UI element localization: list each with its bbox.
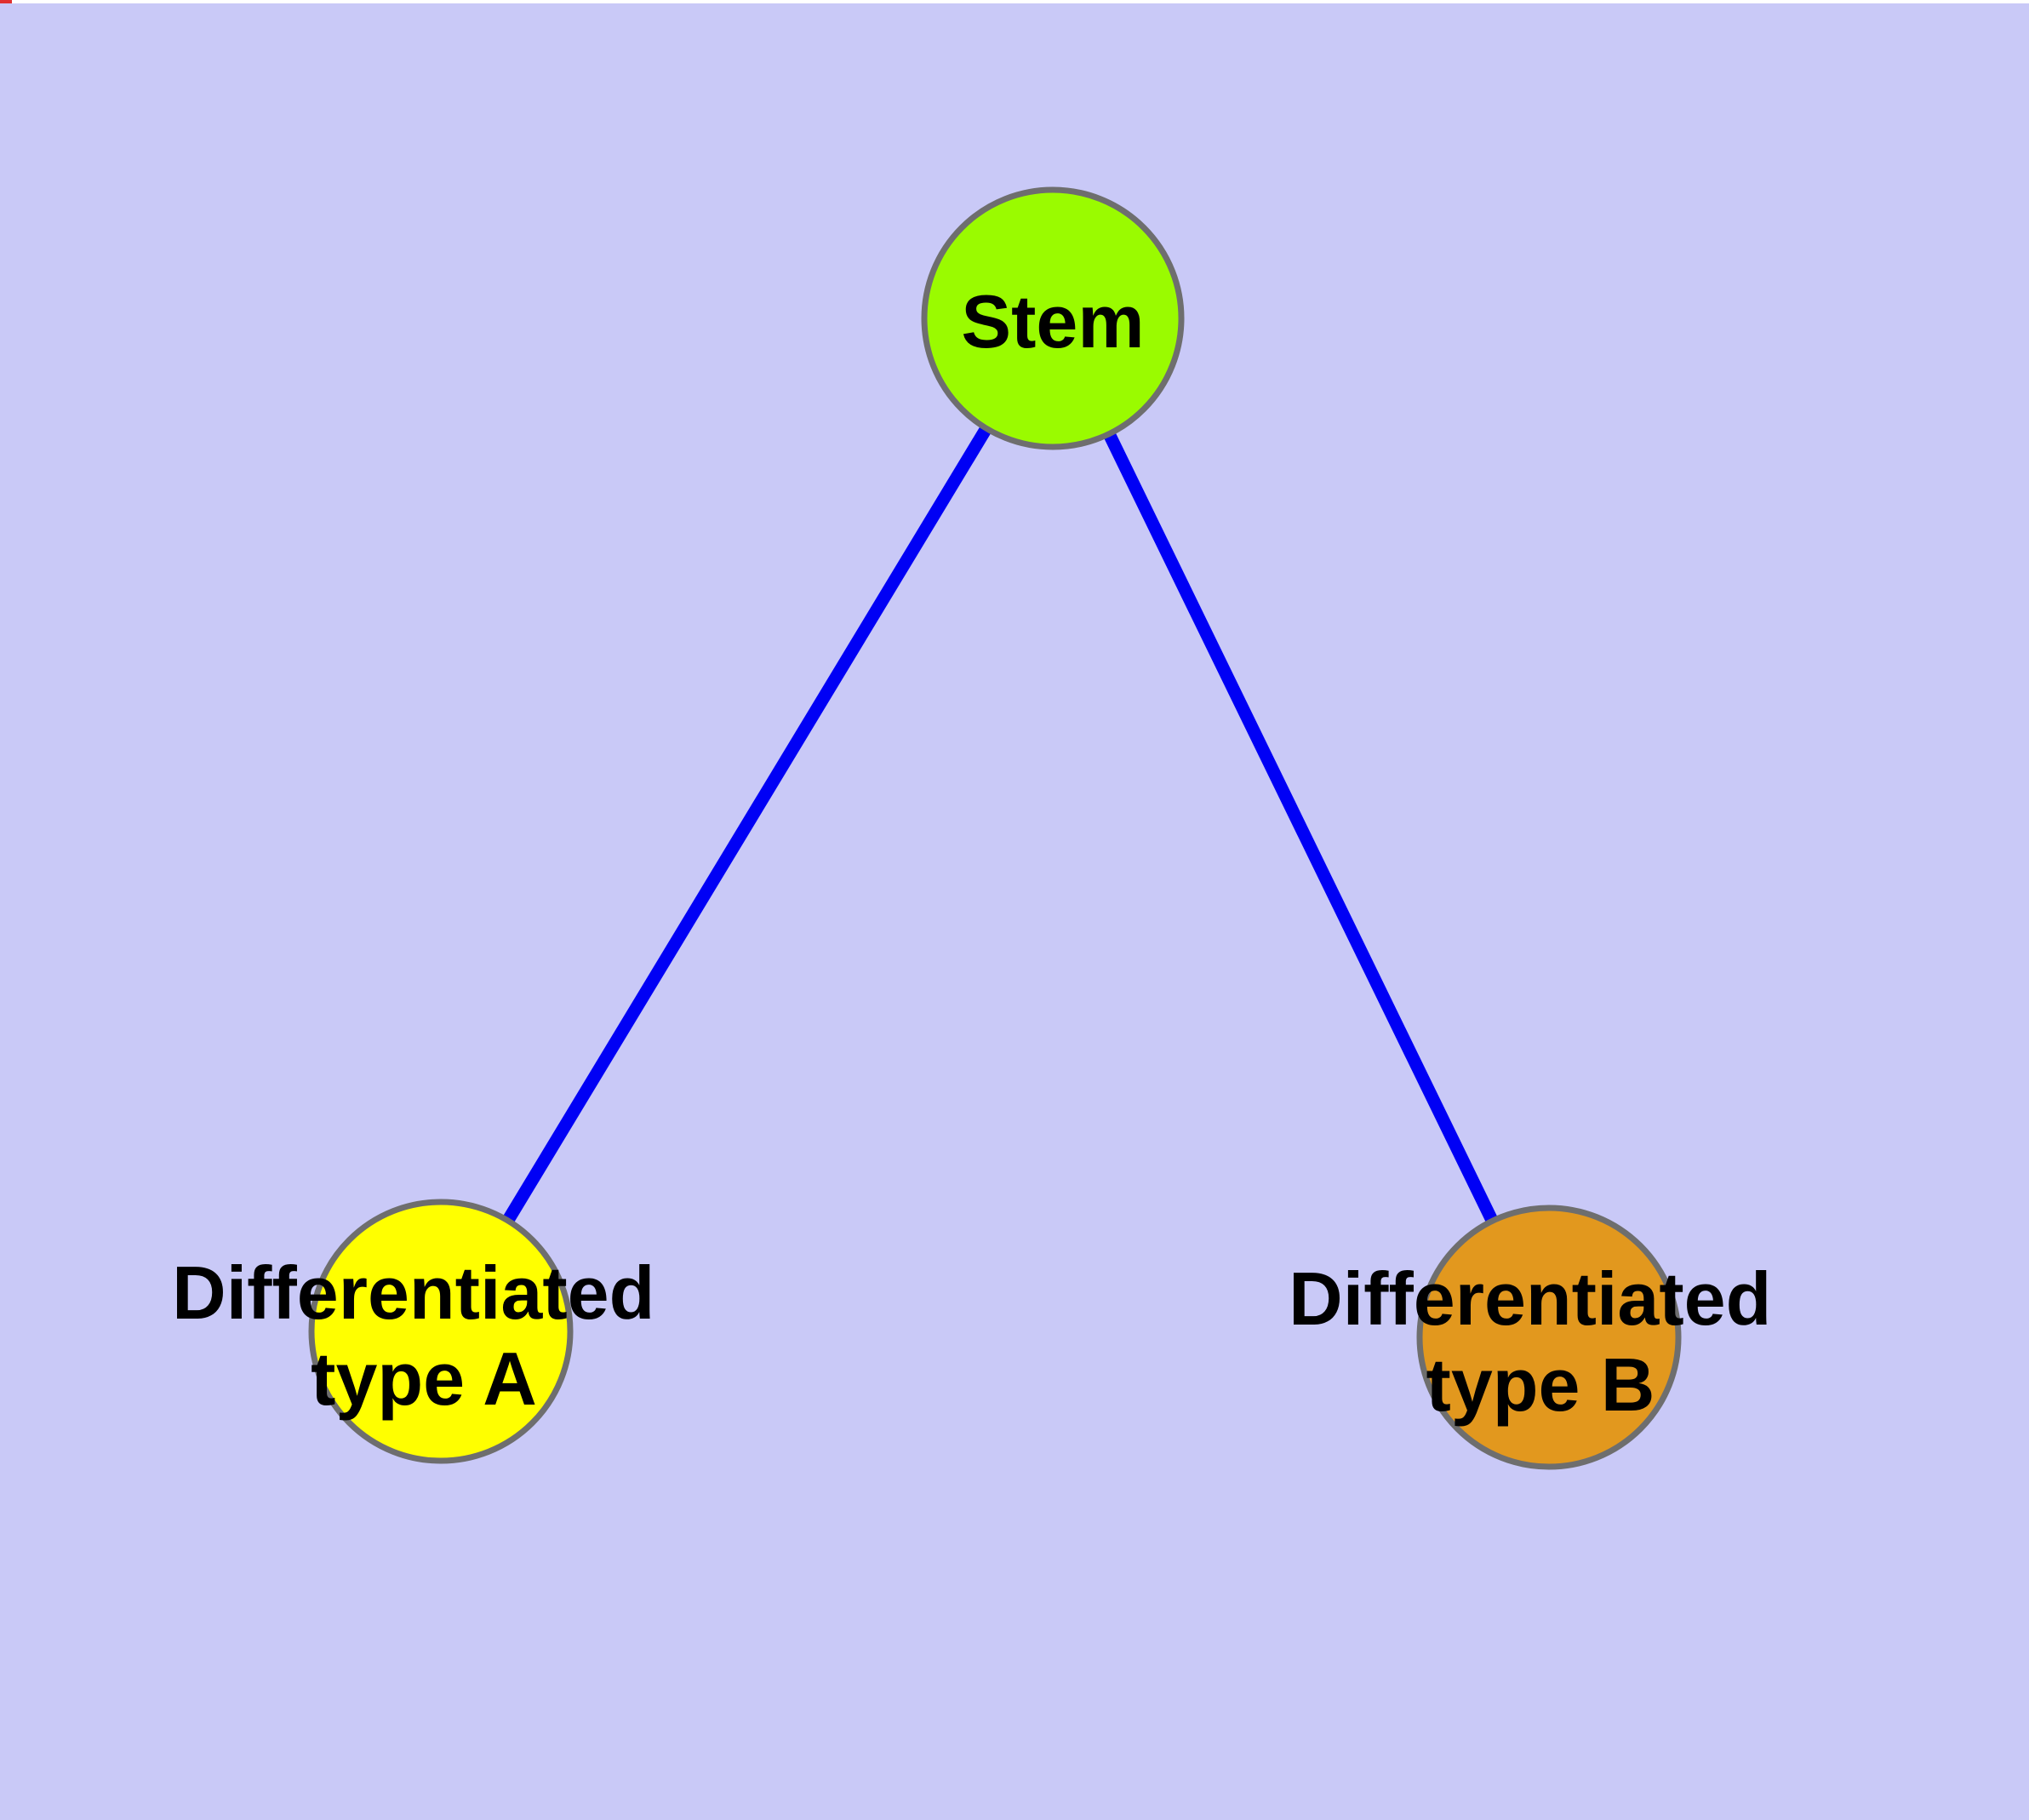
node-label-differentiated-type-a: Differentiated type A [172,1251,676,1421]
edge-stem-to-type-a [435,315,1059,1335]
node-label-differentiated-type-b-line-1: Differentiated [1289,1256,1771,1341]
node-differentiated-type-a [308,1199,574,1464]
top-strip-artifact [0,0,2029,3]
node-stem [921,186,1185,450]
node-label-differentiated-type-a-line-2: type A [311,1336,537,1421]
node-label-differentiated-type-b-line-2: type B [1426,1342,1655,1427]
edge-stem-to-type-b [1047,315,1555,1341]
corner-mark-artifact [0,0,12,3]
node-differentiated-type-b [1416,1205,1682,1470]
node-label-differentiated-type-b: Differentiated type B [1289,1256,1792,1427]
node-label-stem: Stem [961,279,1144,363]
node-label-differentiated-type-a-line-1: Differentiated [172,1251,654,1335]
